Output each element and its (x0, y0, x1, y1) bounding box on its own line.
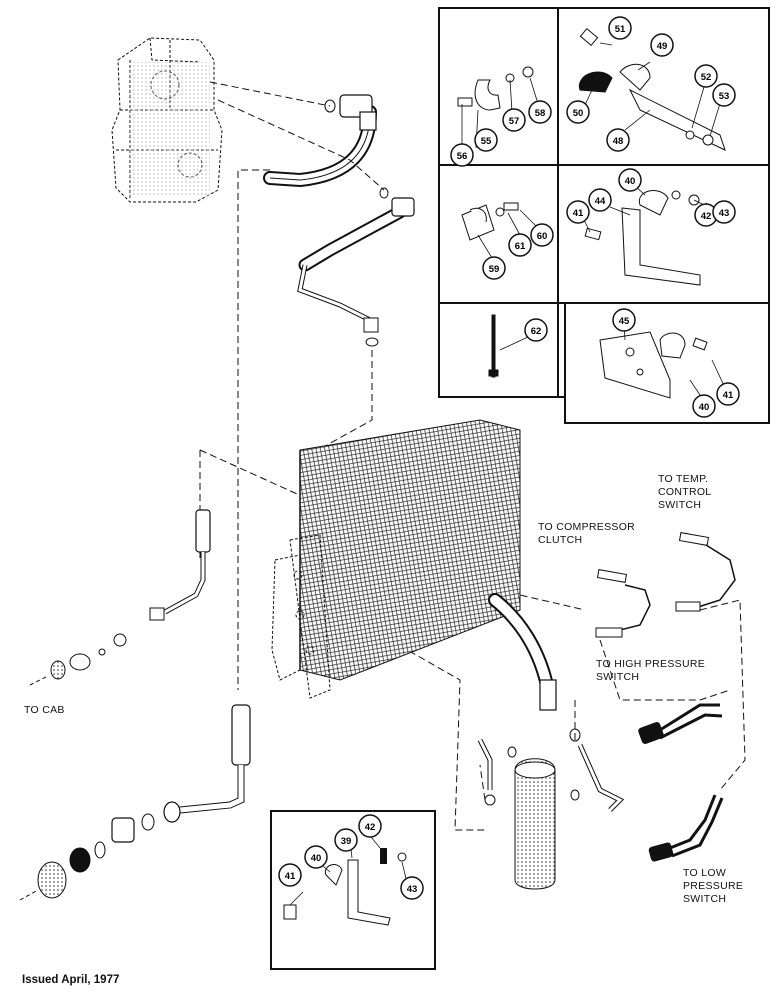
wire-leads (595, 532, 736, 862)
svg-text:43: 43 (719, 208, 730, 219)
callout-40-c: 40 (304, 845, 328, 869)
callout-53: 53 (712, 83, 736, 107)
issued-date-footer: Issued April, 1977 (22, 974, 120, 986)
label-to-low-pressure-switch-line1: TO LOW (683, 867, 727, 879)
label-to-low-pressure-switch-line2: PRESSURE (683, 880, 744, 892)
callout-40-b: 40 (692, 394, 716, 418)
suction-hose (297, 187, 415, 347)
svg-text:55: 55 (481, 136, 492, 147)
callout-41-b: 41 (716, 382, 740, 406)
svg-text:49: 49 (657, 41, 668, 52)
condenser (271, 419, 521, 699)
compressor-shading (130, 62, 210, 197)
svg-text:40: 40 (699, 402, 710, 413)
svg-text:52: 52 (701, 72, 712, 83)
svg-text:58: 58 (535, 108, 546, 119)
callout-59: 59 (482, 256, 506, 280)
callout-markers: 56 55 57 58 51 49 50 48 52 53 59 61 60 4… (278, 16, 740, 900)
callout-44: 44 (588, 188, 612, 212)
callout-39: 39 (334, 828, 358, 852)
svg-text:44: 44 (595, 196, 606, 207)
svg-text:42: 42 (701, 211, 712, 222)
svg-text:56: 56 (457, 151, 468, 162)
receiver-drier (477, 738, 556, 890)
discharge-hose (263, 94, 377, 188)
svg-text:40: 40 (311, 853, 322, 864)
svg-text:40: 40 (625, 176, 636, 187)
bracket-assembly-45 (599, 331, 708, 399)
svg-text:41: 41 (285, 871, 296, 882)
callout-48: 48 (606, 128, 630, 152)
callout-43-b: 43 (400, 876, 424, 900)
callout-40-a: 40 (618, 168, 642, 192)
label-to-compressor-clutch-line1: TO COMPRESSOR (538, 521, 636, 533)
callout-57: 57 (502, 108, 526, 132)
callout-62: 62 (524, 318, 548, 342)
svg-text:60: 60 (537, 231, 548, 242)
callout-41-c: 41 (278, 863, 302, 887)
callout-41-a: 41 (566, 200, 590, 224)
callout-60: 60 (530, 223, 554, 247)
clamp-assembly-59 (461, 202, 519, 241)
label-to-high-pressure-switch-line1: TO HIGH PRESSURE (596, 658, 706, 670)
label-to-temp-control-switch-line1: TO TEMP. (658, 473, 709, 485)
svg-text:41: 41 (723, 390, 734, 401)
label-to-high-pressure-switch-line2: SWITCH (596, 671, 640, 683)
svg-text:57: 57 (509, 116, 520, 127)
callout-43-a: 43 (712, 200, 736, 224)
lower-cab-line (19, 704, 251, 901)
callout-52: 52 (694, 64, 718, 88)
svg-text:50: 50 (573, 108, 584, 119)
svg-text:48: 48 (613, 136, 624, 147)
svg-text:39: 39 (341, 836, 352, 847)
svg-text:41: 41 (573, 208, 584, 219)
label-to-temp-control-switch-line3: SWITCH (658, 499, 702, 511)
liquid-hose (488, 593, 625, 812)
svg-text:45: 45 (619, 316, 630, 327)
bracket-assembly-48 (578, 27, 726, 151)
callout-61: 61 (508, 233, 532, 257)
svg-text:62: 62 (531, 326, 542, 337)
svg-text:59: 59 (489, 264, 500, 275)
label-to-temp-control-switch-line2: CONTROL (658, 486, 712, 498)
svg-text:43: 43 (407, 884, 418, 895)
callout-56: 56 (450, 143, 474, 167)
svg-text:53: 53 (719, 91, 730, 102)
callout-42-b: 42 (358, 814, 382, 838)
tie-strap-62 (488, 314, 499, 378)
label-to-low-pressure-switch-line3: SWITCH (683, 893, 727, 905)
svg-text:61: 61 (515, 241, 526, 252)
callout-58: 58 (528, 100, 552, 124)
callout-50: 50 (566, 100, 590, 124)
bracket-assembly-44 (584, 190, 701, 286)
svg-text:51: 51 (615, 24, 626, 35)
label-to-cab: TO CAB (24, 704, 65, 716)
label-to-compressor-clutch-line2: CLUTCH (538, 534, 583, 546)
callout-51: 51 (608, 16, 632, 40)
callout-55: 55 (474, 128, 498, 152)
upper-cab-line (29, 509, 211, 686)
svg-text:42: 42 (365, 822, 376, 833)
callout-49: 49 (650, 33, 674, 57)
callout-45: 45 (612, 308, 636, 332)
clamp-assembly-55 (457, 66, 534, 111)
